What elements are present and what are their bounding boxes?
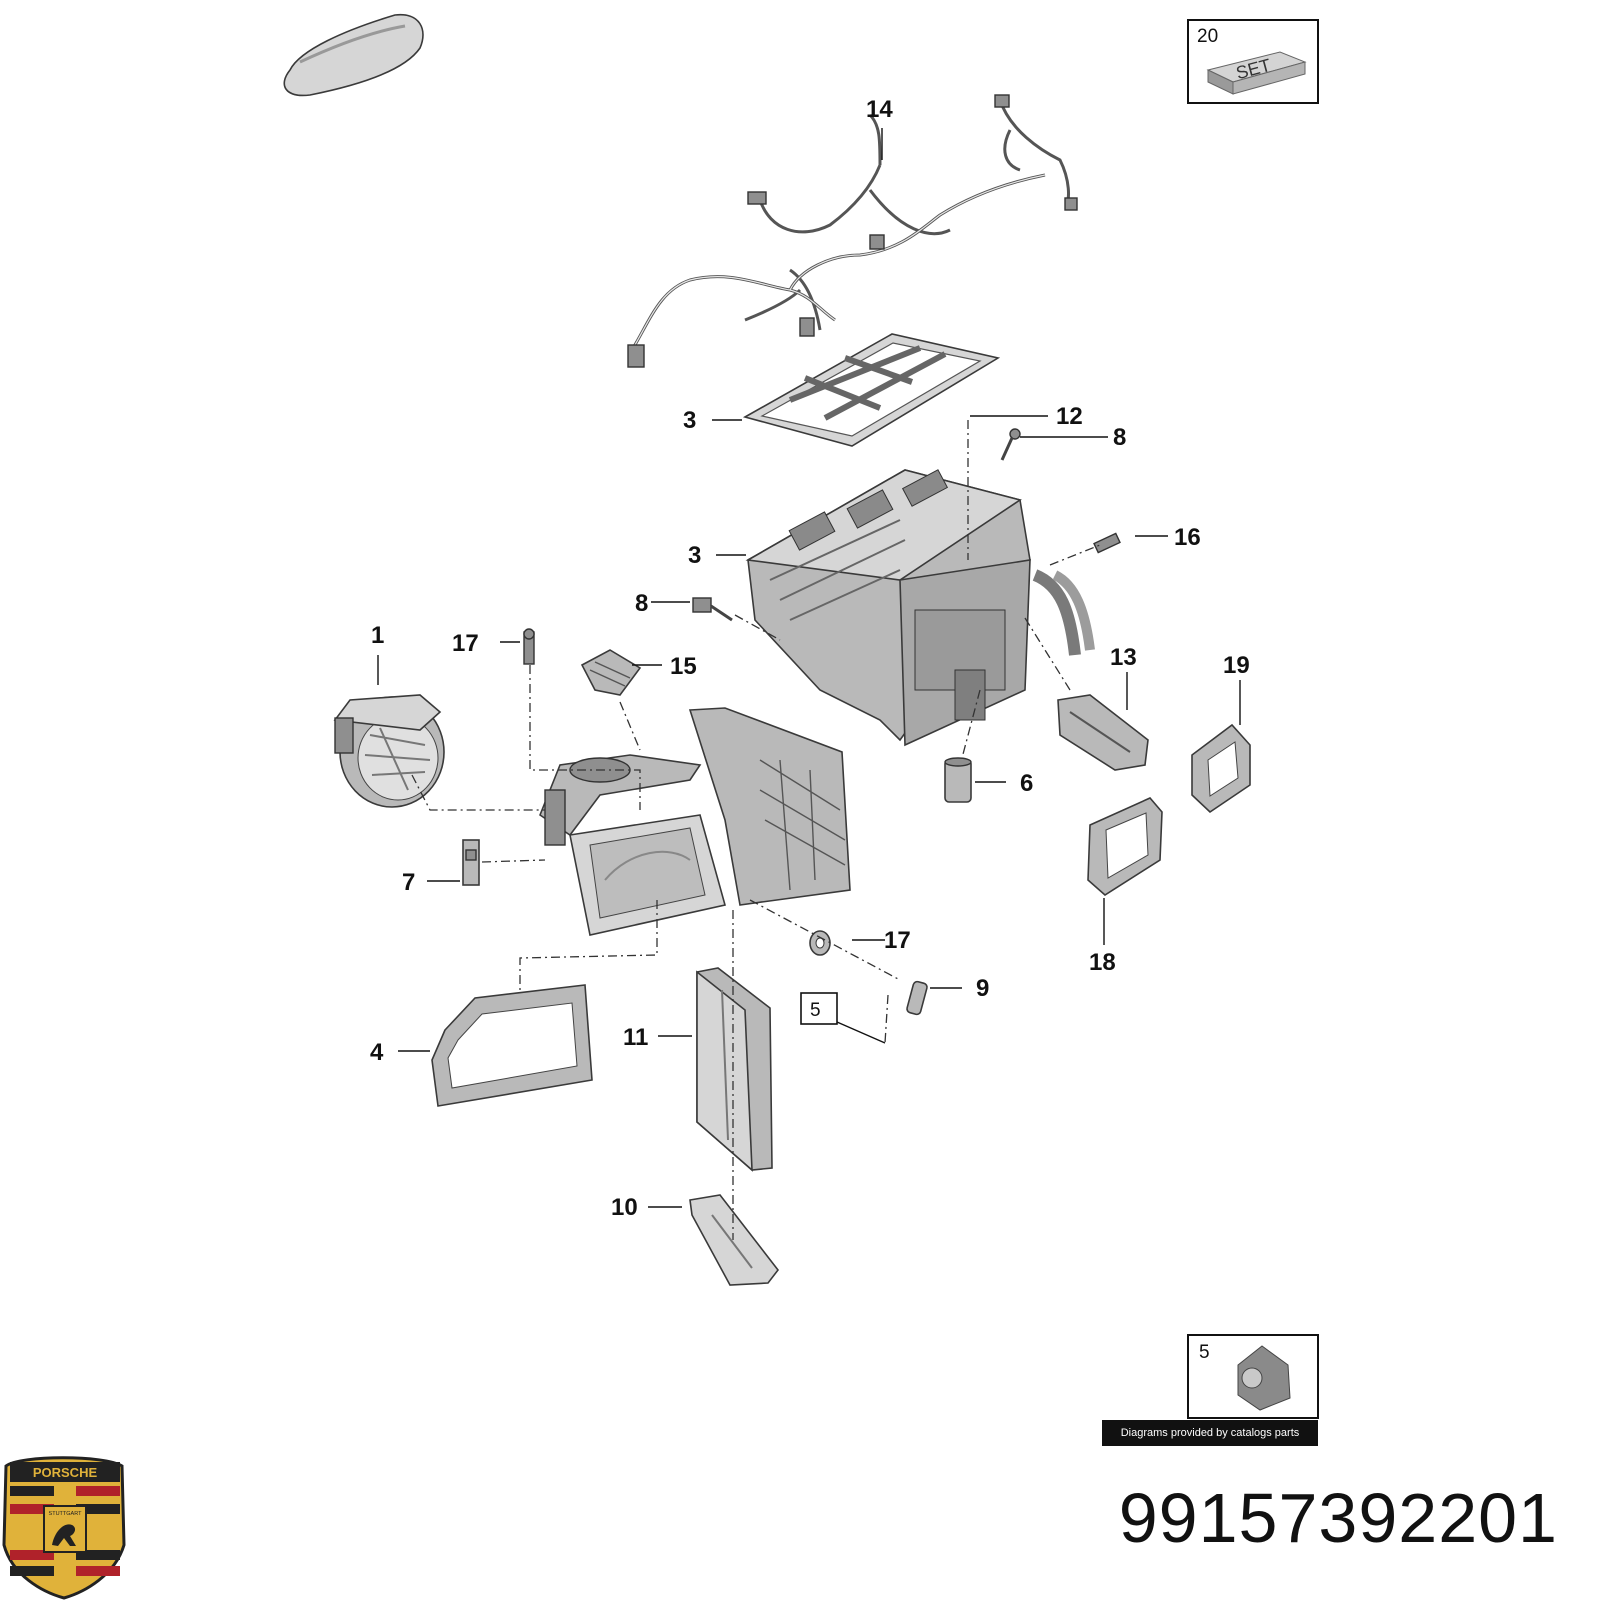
callout-12: 12 [1056, 403, 1083, 430]
callout-18: 18 [1089, 949, 1116, 976]
callout-7: 7 [402, 869, 415, 896]
sensor-17-top [523, 628, 535, 665]
callout-8-top: 8 [1113, 424, 1126, 451]
callout-8-left: 8 [635, 590, 648, 617]
seal-4 [431, 984, 593, 1107]
set-box: 20 SET [1187, 19, 1319, 104]
clip-9 [906, 980, 928, 1016]
callouts: 1 3 3 8 8 17 15 14 12 16 13 19 6 7 17 9 … [370, 96, 1250, 1221]
callout-1: 1 [371, 622, 384, 649]
filter-element-11 [696, 967, 773, 1172]
pipe-bracket [1057, 694, 1149, 771]
porsche-crest-logo: PORSCHE STUTTGART [2, 1456, 126, 1600]
ref-box-5: 5 [800, 992, 838, 1025]
grommet-17 [809, 930, 831, 956]
leader-lines [377, 128, 1241, 1208]
callout-14: 14 [866, 96, 893, 123]
part-number: 99157392201 [1118, 1479, 1558, 1557]
callout-6: 6 [1020, 770, 1033, 797]
filter-frame [742, 333, 1001, 447]
callout-16: 16 [1174, 524, 1201, 551]
detail-box-5: 5 [1187, 1334, 1319, 1419]
callout-11: 11 [623, 1024, 648, 1051]
expansion-valve-6 [944, 757, 972, 803]
callout-3-top: 3 [683, 407, 696, 434]
blower-regulator [580, 649, 642, 696]
wiring-harness [627, 94, 1078, 368]
duct-seal-19 [1191, 723, 1251, 814]
servo-7 [462, 839, 480, 886]
sensor-16 [1093, 532, 1121, 554]
hvac-housing [745, 469, 1095, 747]
vehicle-icon [283, 13, 424, 97]
blower-motor [333, 694, 445, 808]
sensor-8-top [1000, 428, 1021, 461]
logo-brand: PORSCHE [33, 1465, 98, 1480]
blower-housing [539, 707, 851, 936]
set-box-number: 20 [1197, 26, 1218, 47]
callout-17-top: 17 [452, 630, 479, 657]
callout-19: 19 [1223, 652, 1250, 679]
bracket-10 [689, 1194, 780, 1286]
callout-4: 4 [370, 1039, 384, 1066]
callout-3-housing: 3 [688, 542, 701, 569]
detail-box-number: 5 [1199, 1342, 1210, 1363]
diagram-credit: Diagrams provided by catalogs parts [1102, 1420, 1318, 1446]
callout-17-bottom: 17 [884, 927, 911, 954]
sensor-8-left [692, 597, 733, 622]
assembly-lines [411, 420, 1101, 1240]
logo-city: STUTTGART [49, 1511, 83, 1517]
callout-10: 10 [611, 1194, 638, 1221]
callout-15: 15 [670, 653, 697, 680]
callout-13: 13 [1110, 644, 1137, 671]
duct-seal-18 [1087, 797, 1163, 896]
callout-9: 9 [976, 975, 989, 1002]
callout-5-ref: 5 [810, 1000, 821, 1021]
